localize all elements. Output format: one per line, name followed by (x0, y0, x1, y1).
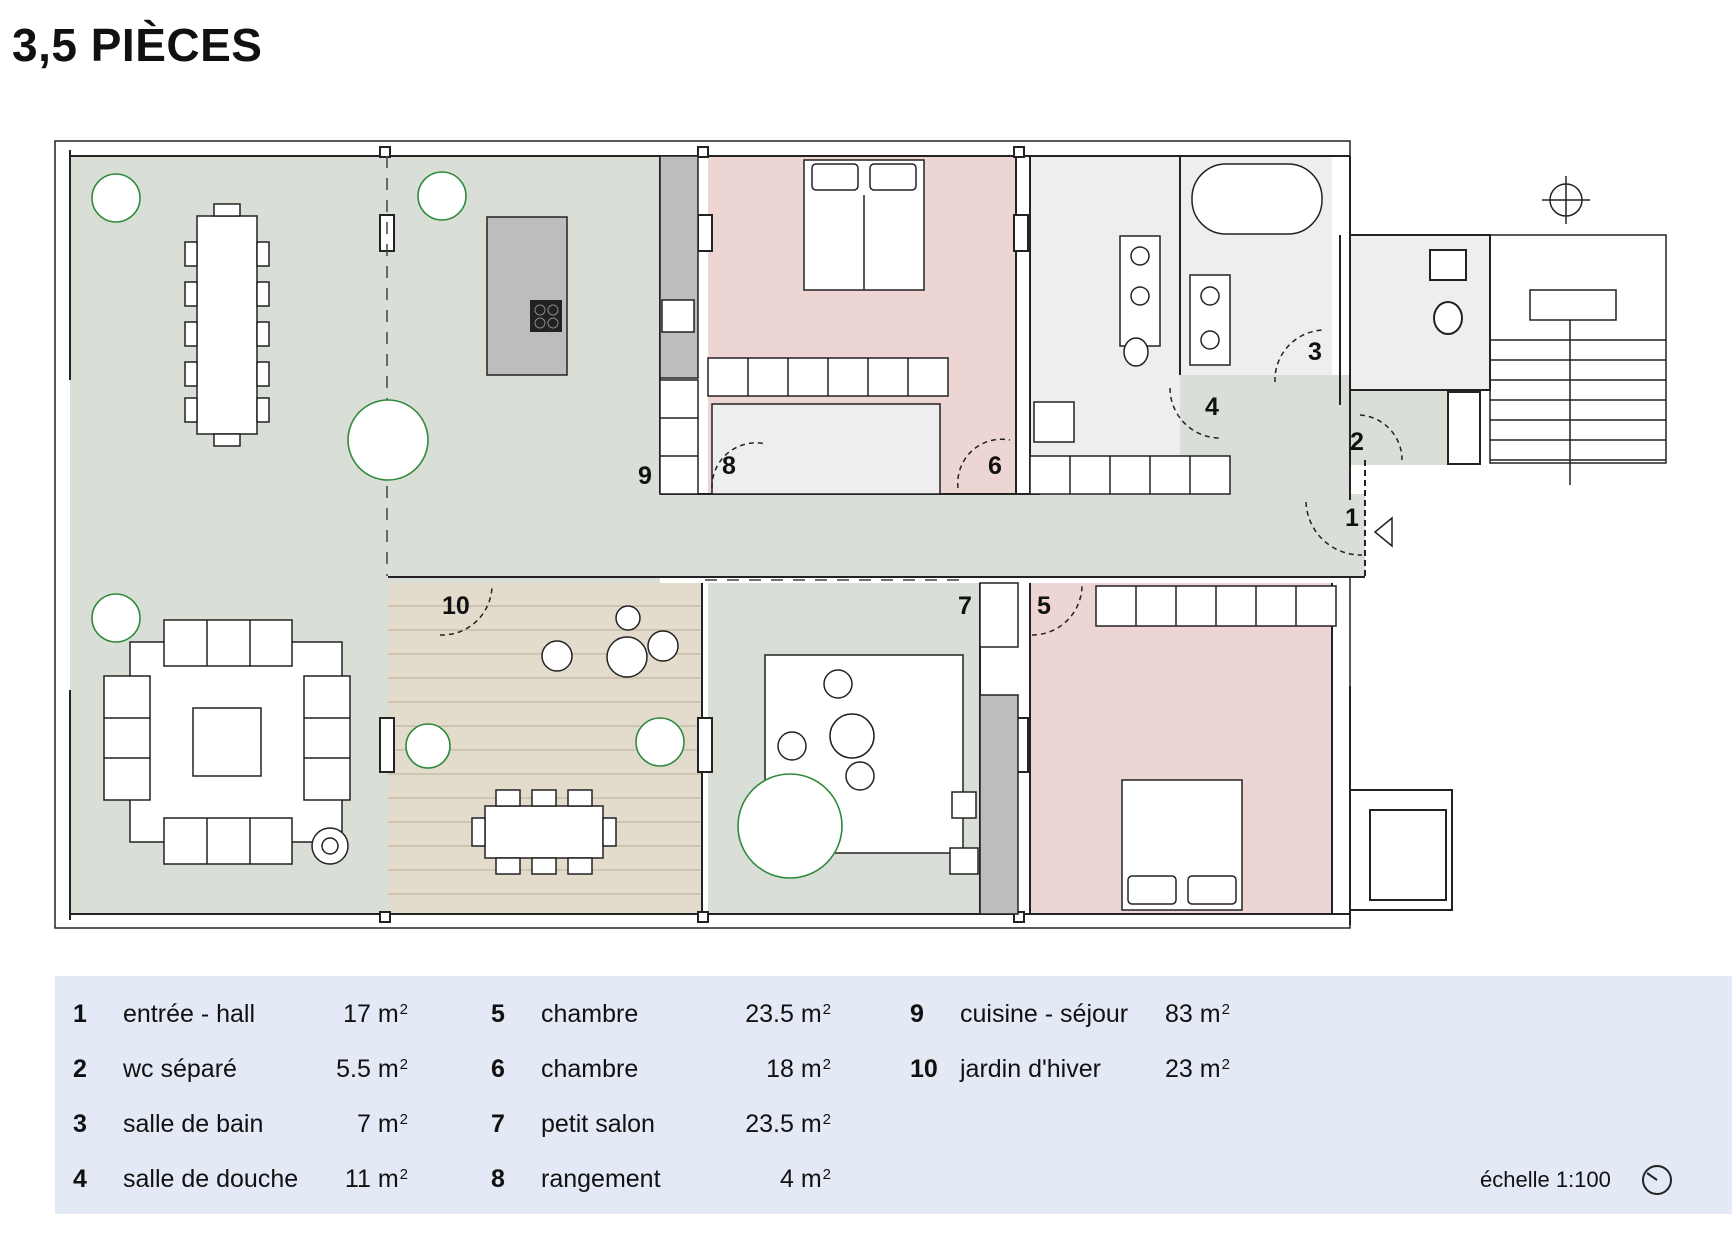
legend-item: 1 entrée - hall 17 m2 (73, 994, 443, 1034)
legend-area: 23.5 m2 (745, 1000, 831, 1028)
sofa-group (103, 619, 351, 865)
dining-table (184, 203, 270, 447)
bedroom-5-furniture (1095, 585, 1337, 911)
legend-name: entrée - hall (123, 1000, 256, 1028)
legend-area: 23.5 m2 (745, 1110, 831, 1138)
legend-item: 4 salle de douche 11 m2 (73, 1159, 443, 1199)
winter-garden-table (471, 605, 679, 875)
legend-item: 8 rangement 4 m2 (491, 1159, 861, 1199)
room-label-8: 8 (722, 452, 736, 480)
legend-num: 3 (73, 1110, 87, 1138)
room-label-7: 7 (958, 592, 972, 620)
legend-num: 9 (910, 1000, 924, 1028)
staircase (1489, 234, 1667, 485)
scale-label: échelle 1:100 (1480, 1167, 1611, 1192)
legend-item: 7 petit salon 23.5 m2 (491, 1104, 861, 1144)
legend-num: 4 (73, 1165, 87, 1193)
kitchen-island (486, 216, 568, 376)
room-legend: 1 entrée - hall 17 m2 2 wc séparé 5.5 m2… (55, 976, 1732, 1214)
room-label-10: 10 (442, 592, 470, 620)
bath-fixtures (1029, 163, 1323, 495)
room-label-1: 1 (1345, 504, 1359, 532)
legend-area: 23 m2 (1165, 1055, 1230, 1083)
door-swings (439, 329, 1403, 636)
legend-area: 7 m2 (356, 1110, 408, 1138)
legend-name: jardin d'hiver (960, 1055, 1101, 1083)
wc-side (1349, 234, 1491, 911)
axis-lines (386, 156, 960, 581)
plant-icon (635, 717, 685, 767)
petit-salon-furniture (764, 582, 1019, 915)
plants (91, 171, 843, 879)
legend-num: 7 (491, 1110, 505, 1138)
legend-name: chambre (541, 1055, 639, 1083)
legend-name: salle de douche (123, 1165, 299, 1193)
legend-item: 5 chambre 23.5 m2 (491, 994, 861, 1034)
legend-name: petit salon (541, 1110, 655, 1138)
bedroom-6-furniture (707, 159, 949, 495)
plant-icon (417, 171, 467, 221)
floor-plan: 1 2 3 4 5 6 7 8 9 10 (54, 140, 1667, 929)
kitchen-counter (659, 155, 699, 495)
room-label-5: 5 (1037, 592, 1051, 620)
legend-item: 10 jardin d'hiver 23 m2 (910, 1049, 1290, 1089)
legend-area: 83 m2 (1165, 1000, 1230, 1028)
room-label-3: 3 (1308, 338, 1322, 366)
legend-item: 9 cuisine - séjour 83 m2 (910, 994, 1290, 1034)
legend-name: cuisine - séjour (960, 1000, 1129, 1028)
room-label-2: 2 (1350, 428, 1364, 456)
plant-icon (91, 173, 141, 223)
north-arrow-icon (1542, 176, 1590, 224)
legend-num: 5 (491, 1000, 505, 1028)
legend-name: chambre (541, 1000, 639, 1028)
plant-icon (91, 593, 141, 643)
legend-num: 10 (910, 1055, 938, 1083)
legend-area: 18 m2 (766, 1055, 831, 1083)
room-label-6: 6 (988, 452, 1002, 480)
legend-item: 6 chambre 18 m2 (491, 1049, 861, 1089)
legend-area: 4 m2 (779, 1165, 831, 1193)
room-label-4: 4 (1205, 393, 1219, 421)
plant-icon (347, 399, 429, 481)
legend-num: 1 (73, 1000, 87, 1028)
page-title: 3,5 PIÈCES (12, 19, 263, 71)
legend-item: 3 salle de bain 7 m2 (73, 1104, 443, 1144)
room-label-9: 9 (638, 462, 652, 490)
entrance-arrow-icon (1373, 516, 1393, 548)
legend-name: rangement (541, 1165, 661, 1193)
plant-icon (405, 723, 451, 769)
legend-area: 11 m2 (344, 1165, 408, 1193)
legend-area: 17 m2 (343, 1000, 408, 1028)
legend-name: salle de bain (123, 1110, 264, 1138)
compass-icon (1642, 1165, 1672, 1195)
plant-icon (737, 773, 843, 879)
legend-area: 5.5 m2 (336, 1055, 408, 1083)
legend-num: 8 (491, 1165, 505, 1193)
legend-item: 2 wc séparé 5.5 m2 (73, 1049, 443, 1089)
room-labels: 1 2 3 4 5 6 7 8 9 10 (442, 338, 1364, 620)
corridor-fill (660, 494, 1365, 576)
legend-num: 6 (491, 1055, 505, 1083)
legend-num: 2 (73, 1055, 87, 1083)
legend-name: wc séparé (123, 1055, 237, 1083)
